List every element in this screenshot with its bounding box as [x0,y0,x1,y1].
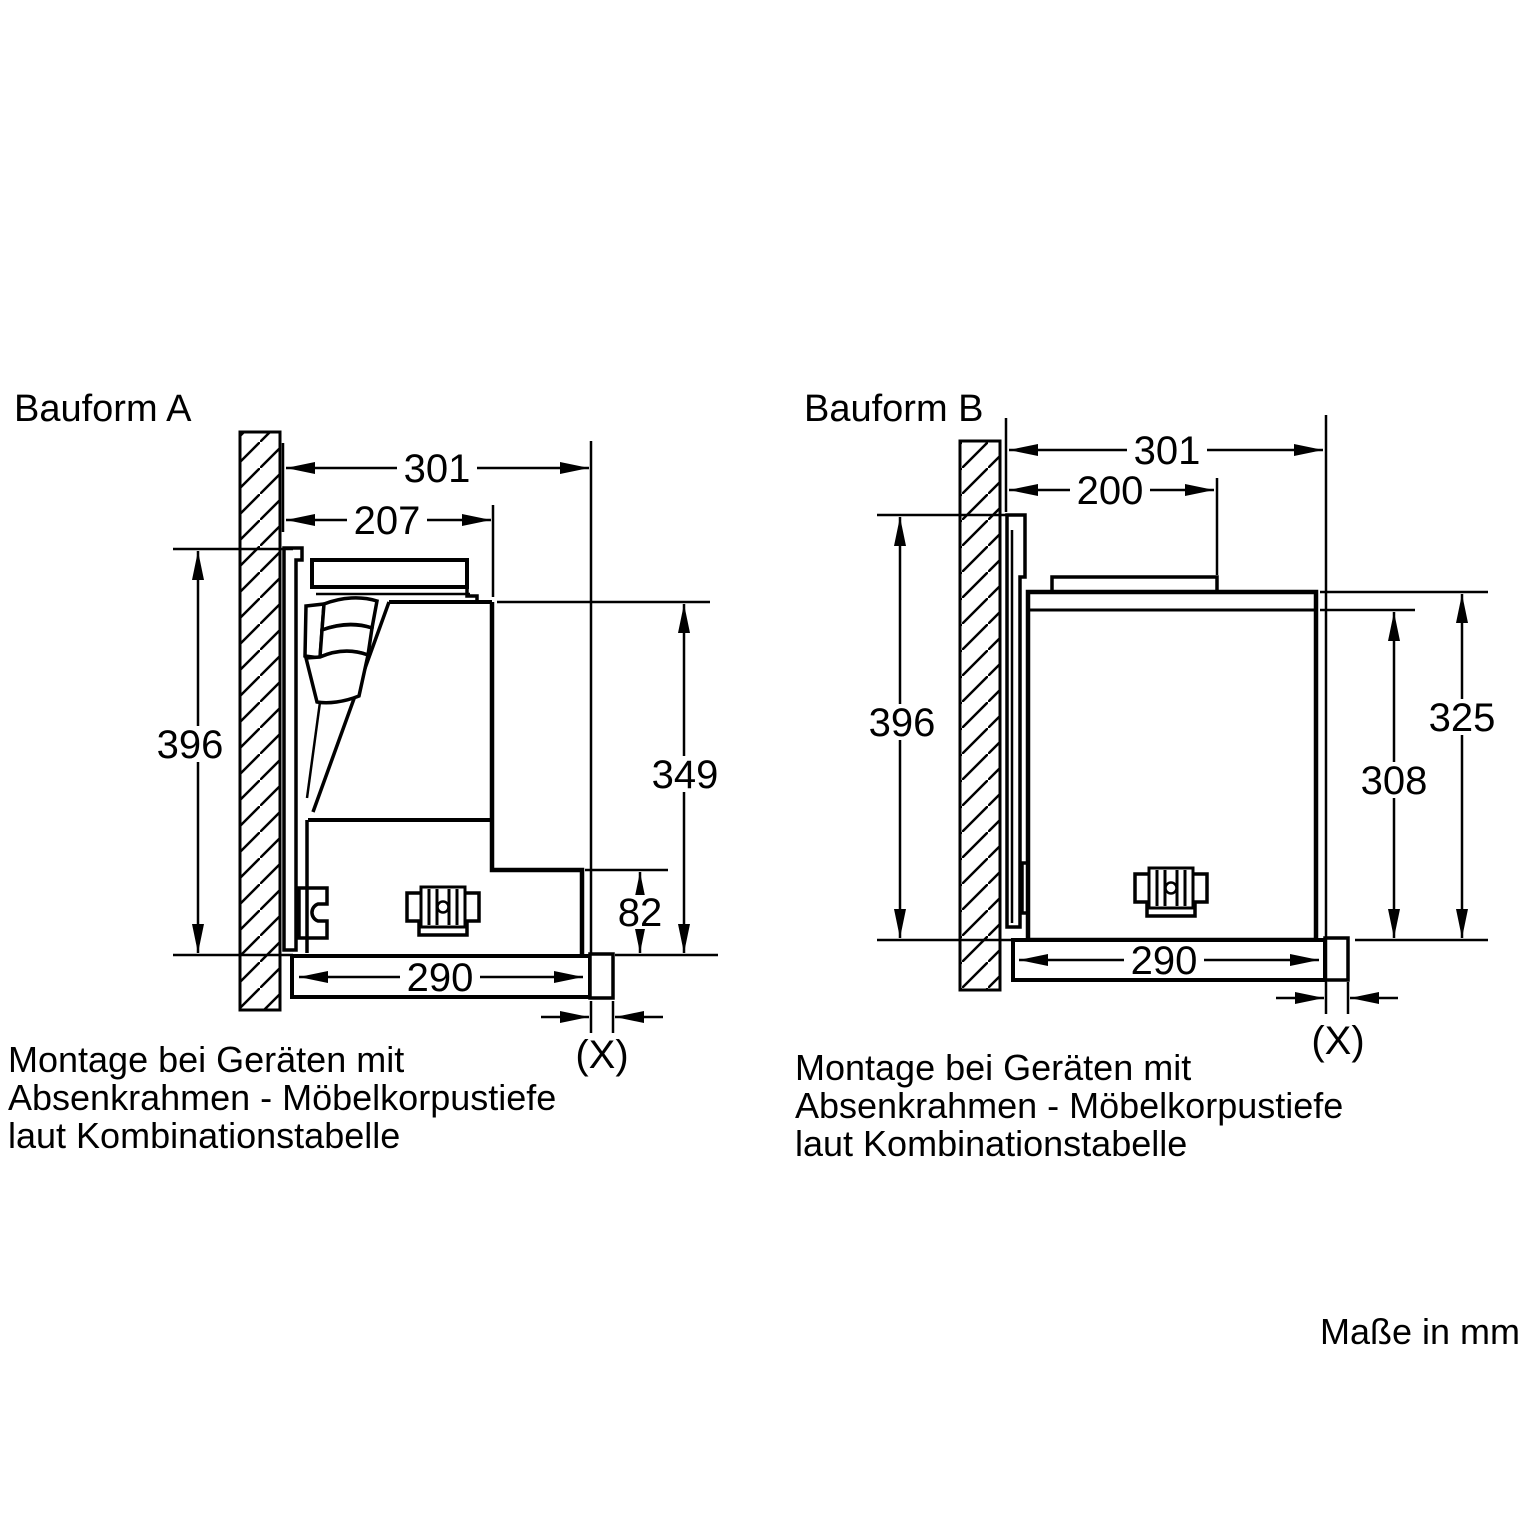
body-inner-slant-a [305,701,322,799]
power-connector-icon-a [405,885,481,937]
caption-b-line3: laut Kombinationstabelle [795,1123,1187,1164]
dim-a-duct-depth: 207 [354,499,421,543]
units-note: Maße in mm [1320,1311,1520,1352]
caption-b-line1: Montage bei Geräten mit [795,1047,1191,1088]
dim-a-height-body: 349 [652,753,719,797]
body-slant-edge-a [311,601,391,813]
mounting-plate-a [282,546,304,952]
dim-b-height-outer: 325 [1429,696,1496,740]
dim-b-cover-depth: 200 [1077,469,1144,513]
bauform-a-title: Bauform A [14,388,192,430]
furniture-front-cap-b [1323,936,1350,982]
dim-b-height-inner: 308 [1361,759,1428,803]
dim-a-front-offset: (X) [575,1033,628,1077]
wall-hatch-b [958,439,1002,992]
furniture-front-cap-a [588,952,615,1000]
bauform-b-title: Bauform B [804,388,984,430]
dim-b-height-total: 396 [869,701,936,745]
wall-hatch-a [238,430,282,1012]
dim-a-height-total: 396 [157,723,224,767]
dim-b-top-depth: 301 [1134,429,1201,473]
dim-a-height-step: 82 [618,891,663,935]
damper-flap-a [303,596,380,705]
duct-step-a [465,587,479,602]
body-right-edge-a [489,602,585,956]
dimensions-a: 301 207 396 349 82 290 (X) [150,441,726,1077]
caption-a-line3: laut Kombinationstabelle [8,1115,400,1156]
dim-b-bottom-depth: 290 [1131,939,1198,983]
dim-a-bottom-depth: 290 [407,956,474,1000]
caption-b: Montage bei Geräten mit Absenkrahmen - M… [795,1047,1343,1164]
duct-box-a [310,558,469,589]
bauform-a-figure: Bauform A [8,388,726,1156]
caption-a-line1: Montage bei Geräten mit [8,1039,404,1080]
power-connector-icon-b [1133,866,1209,918]
dim-a-top-depth: 301 [404,447,471,491]
mounting-bracket-a [297,886,329,940]
caption-a-line2: Absenkrahmen - Möbelkorpustiefe [8,1077,556,1118]
dim-b-front-offset: (X) [1311,1019,1364,1063]
dimensions-b: 301 200 396 325 308 290 (X) [862,415,1503,1063]
caption-b-line2: Absenkrahmen - Möbelkorpustiefe [795,1085,1343,1126]
caption-a: Montage bei Geräten mit Absenkrahmen - M… [8,1039,556,1156]
bauform-b-figure: Bauform B [795,388,1503,1164]
